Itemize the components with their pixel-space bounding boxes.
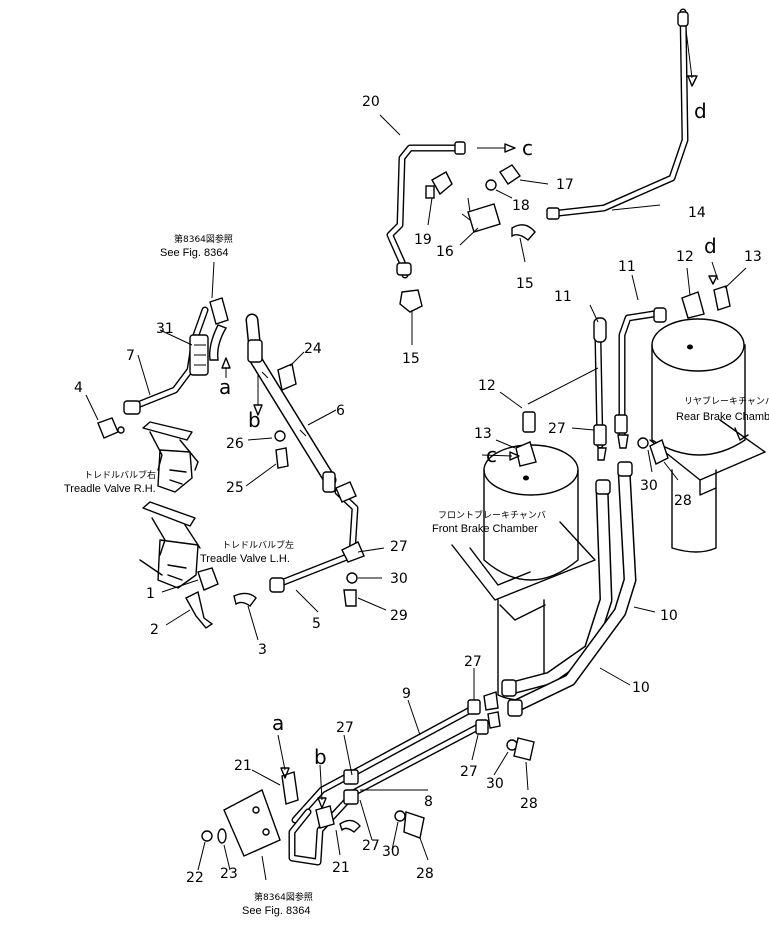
callout-28-rear: 28 [674, 493, 692, 509]
callout-2: 2 [150, 622, 159, 638]
letter-b-bottom: b [314, 745, 327, 769]
callout-23: 23 [220, 866, 238, 882]
rear-brake-chamber [649, 318, 766, 553]
callout-3: 3 [258, 642, 267, 658]
callout-1: 1 [146, 586, 155, 602]
callout-20: 20 [362, 94, 380, 110]
treadle-rh-en: Treadle Valve R.H. [64, 483, 156, 495]
reference-labels: 第8364図参照 See Fig. 8364 第8364図参照 See Fig.… [64, 233, 769, 917]
tube-9 [291, 704, 478, 824]
callout-29: 29 [390, 608, 408, 624]
treadle-valve-lh [139, 501, 201, 589]
letter-c-front: c [486, 443, 497, 467]
callout-30-lower-right: 30 [486, 776, 504, 792]
letter-a-bottom: a [272, 711, 284, 735]
leader-lines [85, 29, 747, 881]
tube-11-right [618, 309, 664, 444]
callout-27-front: 27 [548, 421, 566, 437]
callout-11-right: 11 [618, 259, 636, 275]
callout-7: 7 [126, 348, 135, 364]
callout-27-lower-bottom: 27 [362, 838, 380, 854]
callout-13-rear: 13 [744, 249, 762, 265]
callout-30-lower-left: 30 [382, 844, 400, 860]
treadle-valve-rh [142, 421, 199, 493]
hose-10-b [509, 463, 637, 713]
callout-8: 8 [424, 794, 433, 810]
callout-28-lower-right: 28 [520, 796, 538, 812]
callout-12-rear: 12 [676, 249, 694, 265]
callout-5: 5 [312, 616, 321, 632]
callout-10-upper: 10 [660, 608, 678, 624]
callout-21-right: 21 [332, 860, 350, 876]
callout-10-lower: 10 [632, 680, 650, 696]
front-chamber-en: Front Brake Chamber [432, 523, 538, 535]
callout-27-lower-mid: 27 [336, 720, 354, 736]
treadle-lh-jp: トレドルバルブ左 [222, 539, 294, 551]
ref-top-en: See Fig. 8364 [160, 247, 229, 259]
callout-12-front: 12 [478, 378, 496, 394]
letter-d-top: d [694, 99, 707, 123]
callout-31: 31 [156, 321, 174, 337]
callout-27-left: 27 [390, 539, 408, 555]
callout-17: 17 [556, 177, 574, 193]
front-chamber-jp: フロントブレーキチャンバ [438, 509, 546, 521]
tube-20 [386, 144, 462, 279]
tube-14 [546, 8, 689, 218]
callout-14: 14 [688, 205, 706, 221]
callout-28-lower-left: 28 [416, 866, 434, 882]
callout-30-rear: 30 [640, 478, 658, 494]
callout-24: 24 [304, 341, 322, 357]
callout-4: 4 [74, 380, 83, 396]
rear-chamber-en: Rear Brake Chamber [676, 411, 769, 423]
treadle-rh-jp: トレドルバルブ右 [84, 469, 156, 481]
callout-19: 19 [414, 232, 432, 248]
callout-25: 25 [226, 480, 244, 496]
callout-30-left: 30 [390, 571, 408, 587]
ref-bottom-jp: 第8364図参照 [254, 891, 313, 903]
rear-chamber-jp: リヤブレーキチャンバ [684, 395, 769, 407]
letter-c-top: c [522, 136, 533, 160]
tube-12-link [527, 367, 599, 405]
callout-15-bottom: 15 [402, 351, 420, 367]
callout-11-left: 11 [554, 289, 572, 305]
letter-a-top: a [219, 375, 231, 399]
callout-9: 9 [402, 686, 411, 702]
ref-bottom-en: See Fig. 8364 [242, 905, 311, 917]
fittings [97, 11, 731, 857]
callout-13-front: 13 [474, 426, 492, 442]
callout-6: 6 [336, 403, 345, 419]
ref-top-jp: 第8364図参照 [174, 233, 233, 245]
callout-22: 22 [186, 870, 204, 886]
connection-letters: d d c c a b a b [219, 99, 717, 769]
tube-5 [272, 488, 359, 589]
callout-26: 26 [226, 436, 244, 452]
callout-16: 16 [436, 244, 454, 260]
callout-27-lower-top: 27 [464, 654, 482, 670]
letter-b-top: b [248, 408, 261, 432]
callout-21-left: 21 [234, 758, 252, 774]
callout-15-top: 15 [516, 276, 534, 292]
letter-d-rear: d [704, 234, 717, 258]
callout-18: 18 [512, 198, 530, 214]
callout-numbers: 20 17 18 14 19 16 15 15 11 11 12 13 12 1… [74, 94, 762, 886]
treadle-lh-en: Treadle Valve L.H. [200, 553, 290, 565]
callout-27-lower-right: 27 [460, 764, 478, 780]
